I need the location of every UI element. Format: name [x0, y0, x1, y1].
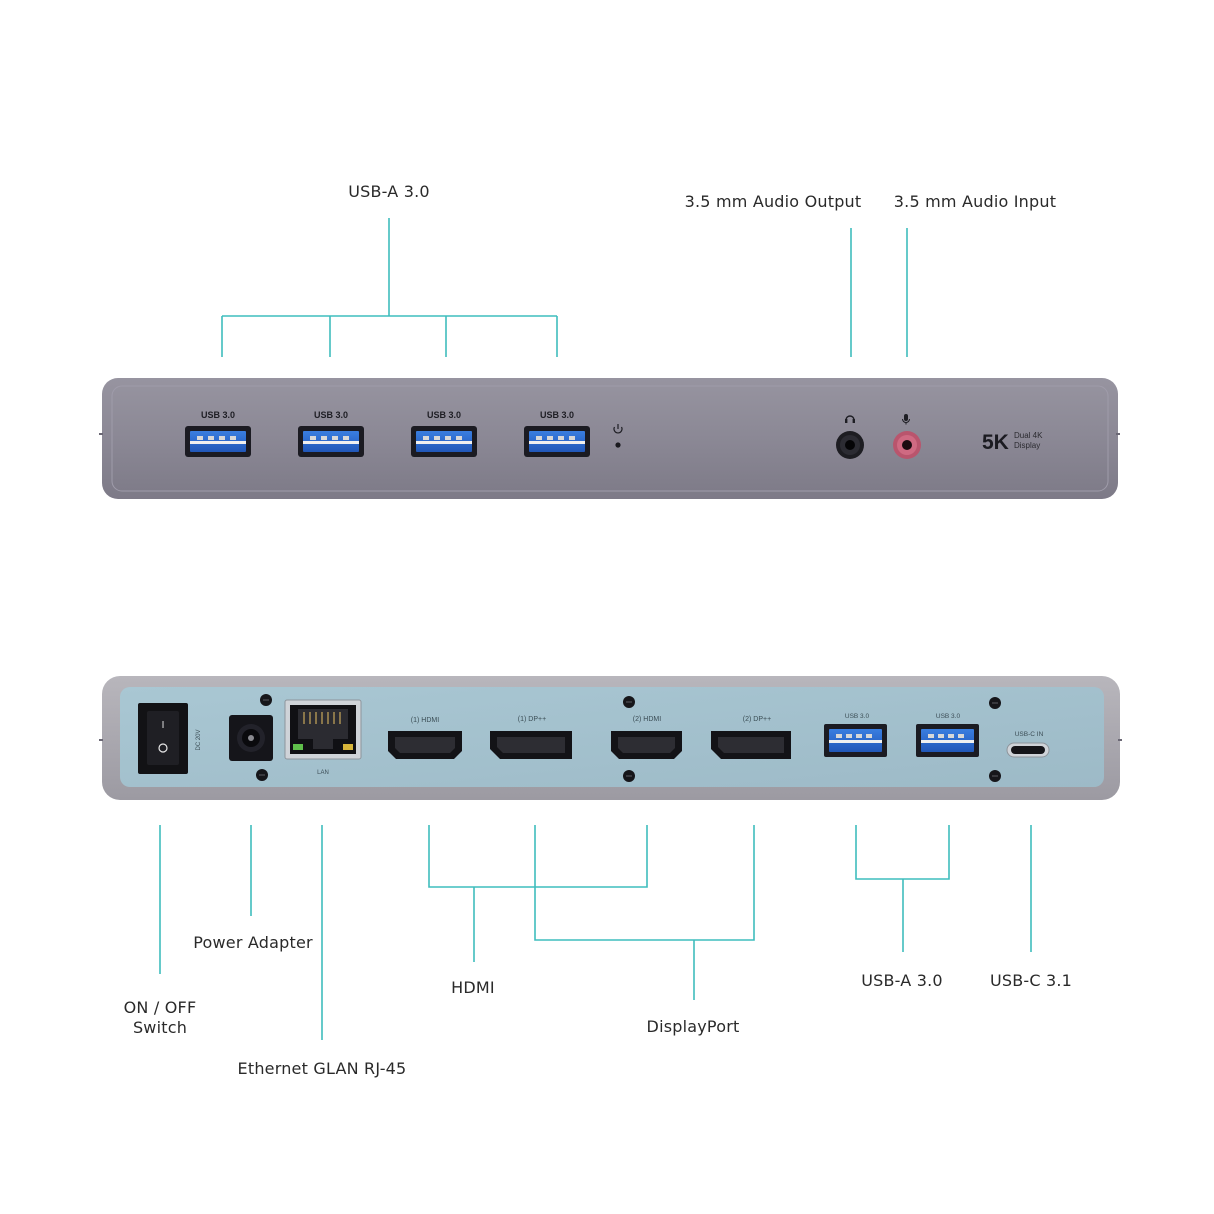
ethernet-rj45-port — [284, 699, 362, 760]
dp-1-label: (1) DP++ — [518, 716, 546, 723]
audio-input-jack — [893, 431, 921, 459]
badge-5k: 5K — [982, 431, 1009, 454]
headphone-icon — [845, 415, 855, 423]
front-case — [102, 378, 1118, 499]
audio-output-jack — [836, 431, 864, 459]
front-usb-port-3 — [411, 426, 477, 457]
front-usb-label-1: USB 3.0 — [201, 410, 235, 420]
label-audio-input: 3.5 mm Audio Input — [893, 192, 1057, 211]
rear-usb-label-1: USB 3.0 — [845, 713, 870, 720]
badge-dual-4k: Dual 4K — [1014, 431, 1043, 440]
label-front-usb-a: USB-A 3.0 — [348, 182, 430, 201]
front-usb-port-1 — [185, 426, 251, 457]
front-usb-port-4 — [524, 426, 590, 457]
dp-2-label: (2) DP++ — [743, 716, 771, 723]
usb-c-in-label: USB-C IN — [1015, 731, 1044, 738]
power-led-icon — [613, 424, 623, 448]
front-usb-label-3: USB 3.0 — [427, 410, 461, 420]
label-audio-output: 3.5 mm Audio Output — [684, 192, 862, 211]
front-callout-lines — [221, 218, 908, 357]
hdmi-bracket-line — [428, 825, 648, 888]
lan-label: LAN — [317, 770, 329, 776]
usb-c-port — [1006, 742, 1050, 758]
rear-usb-port-2 — [916, 724, 979, 757]
front-usb-label-4: USB 3.0 — [540, 410, 574, 420]
hdmi-2-label: (2) HDMI — [633, 716, 661, 723]
label-power-adapter: Power Adapter — [193, 933, 313, 952]
front-dock: USB 3.0 USB 3.0 USB 3.0 USB 3.0 — [99, 378, 1120, 499]
badge-display: Display — [1014, 441, 1040, 450]
label-switch-line1: ON / OFF — [123, 998, 197, 1017]
label-displayport: DisplayPort — [646, 1017, 740, 1036]
label-hdmi: HDMI — [451, 978, 495, 997]
front-usb-label-2: USB 3.0 — [314, 410, 348, 420]
label-switch-line2: Switch — [132, 1018, 188, 1037]
dp-bracket-line — [534, 825, 755, 941]
rear-usb-port-1 — [824, 724, 887, 757]
rear-usb-bracket-line — [855, 825, 950, 880]
rear-usb-label-2: USB 3.0 — [936, 713, 961, 720]
back-callout-lines — [159, 825, 1032, 1040]
front-usb-port-2 — [298, 426, 364, 457]
on-off-switch: I — [138, 703, 188, 774]
dc-20v-label: DC 20V — [196, 729, 202, 750]
back-dock: I DC 20V LAN (1) HDMI (1) DP++ — [99, 676, 1122, 800]
svg-text:I: I — [162, 720, 165, 731]
label-ethernet: Ethernet GLAN RJ-45 — [237, 1059, 407, 1078]
hdmi-1-label: (1) HDMI — [411, 717, 439, 724]
label-rear-usb-a: USB-A 3.0 — [861, 971, 943, 990]
microphone-icon — [902, 414, 910, 425]
label-usb-c: USB-C 3.1 — [989, 971, 1073, 990]
front-bezel — [111, 385, 1109, 492]
dc-power-jack — [229, 715, 273, 761]
